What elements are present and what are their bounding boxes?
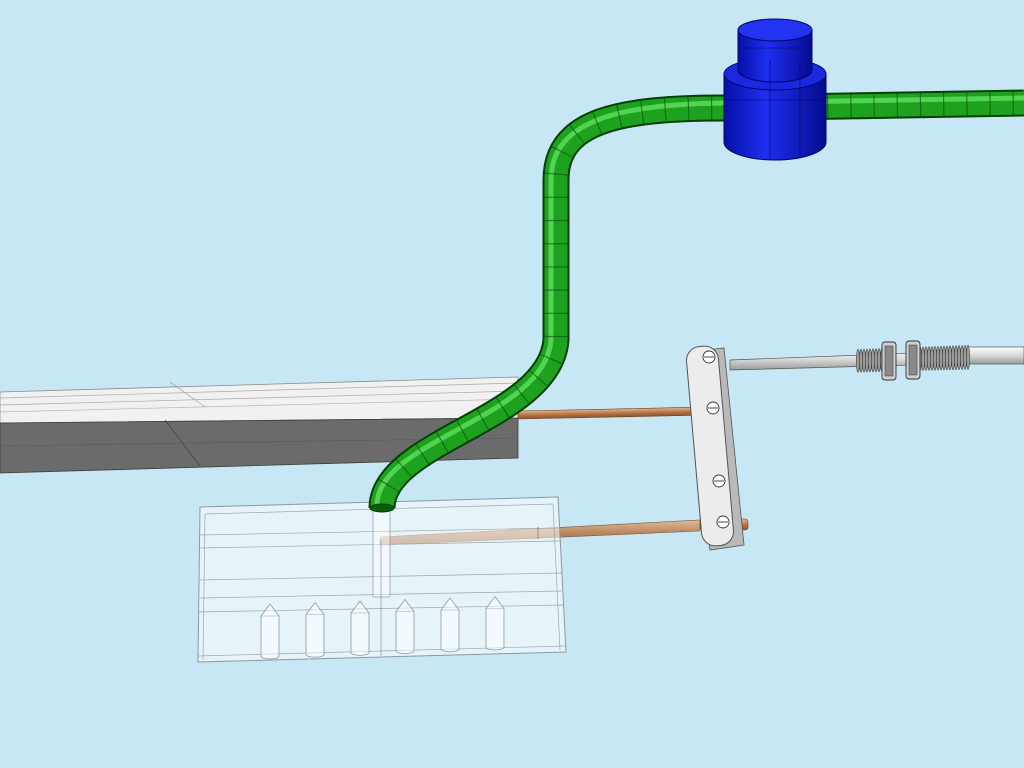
beam-top-face: [0, 376, 519, 424]
beam-edge-line: [0, 390, 519, 406]
feed-pipe[interactable]: [368, 89, 1024, 513]
thread-ridge: [966, 344, 970, 370]
thread-ridge: [945, 345, 949, 371]
plate-screw: [702, 350, 716, 364]
feed-pipe-end: [369, 503, 395, 513]
mold-edge: [197, 645, 567, 657]
thread-ridge: [963, 344, 967, 370]
copper-rod-upper-body: [517, 406, 699, 420]
copper-rod-upper[interactable]: [517, 406, 699, 420]
thread-ridge: [877, 348, 881, 373]
thread-ridge: [939, 345, 943, 371]
thread-ridge: [948, 345, 952, 371]
mold-cavities: [260, 595, 505, 660]
mold-cavity: [260, 603, 280, 660]
plate-screw: [712, 474, 726, 488]
thread-ridge: [859, 348, 863, 373]
thread-ridge: [951, 345, 955, 371]
shaft-nut: [905, 340, 921, 380]
shaft-end-sleeve: [967, 346, 1024, 365]
thread-ridge: [930, 346, 934, 371]
beam-front-face: [0, 417, 519, 474]
thread-ridge: [936, 345, 940, 371]
thread-ridge: [862, 348, 866, 373]
transparent-mold-block[interactable]: [197, 496, 567, 663]
mold-cavity: [305, 601, 325, 658]
threaded-shaft[interactable]: [729, 340, 1024, 381]
mold-cavity: [395, 598, 415, 654]
thread-ridge: [954, 345, 958, 371]
thread-ridge: [865, 348, 869, 373]
shaft-threads: [856, 344, 970, 373]
fitting-cap-body: [737, 29, 813, 83]
mold-edge: [199, 527, 559, 536]
inlet-fitting[interactable]: [723, 18, 827, 161]
thread-ridge: [960, 345, 964, 370]
thread-ridge: [942, 345, 946, 371]
thread-ridge: [957, 345, 961, 371]
feed-pipe-body: [370, 91, 1024, 510]
mold-edge: [199, 540, 561, 549]
fitting-cap-top: [737, 18, 813, 42]
linkage-plate[interactable]: [685, 345, 745, 551]
fitting-base-body: [723, 73, 827, 161]
thread-ridge: [921, 346, 925, 371]
plate-screw: [716, 515, 730, 529]
thread-ridge: [856, 348, 860, 373]
thread-ridge: [927, 346, 931, 371]
mold-outline: [197, 496, 567, 663]
thread-ridge: [874, 348, 878, 373]
beam-seam: [169, 381, 206, 408]
thread-ridge: [868, 348, 872, 373]
mold-edge: [202, 513, 206, 661]
beam-edge-line: [0, 398, 519, 413]
plate-screw: [706, 401, 720, 415]
mold-sprue: [372, 506, 391, 598]
thread-ridge: [871, 348, 875, 373]
beam-edge-line: [0, 382, 519, 399]
shaft-nut: [881, 341, 897, 381]
thread-ridge: [924, 346, 928, 371]
mold-cavity: [350, 600, 370, 656]
grey-beam[interactable]: [0, 376, 519, 474]
mold-cavity: [485, 595, 505, 651]
mold-cavity: [440, 597, 460, 653]
linkage-plate-face: [686, 345, 734, 547]
thread-ridge: [933, 346, 937, 371]
mold-edge: [552, 503, 561, 651]
